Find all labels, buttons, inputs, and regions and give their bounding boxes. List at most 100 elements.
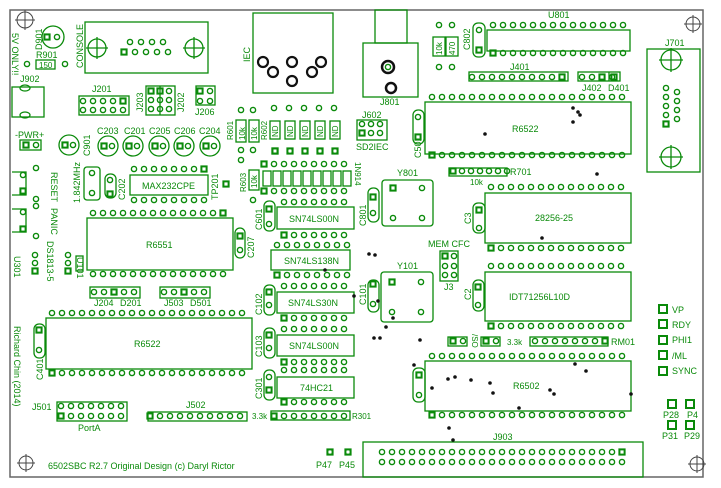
value-r603: 10k: [250, 174, 259, 188]
round-pad: [340, 231, 348, 239]
square-pad: [415, 371, 423, 379]
connector-j801[interactable]: [362, 42, 419, 98]
round-pad: [69, 141, 77, 149]
round-pad: [138, 369, 146, 377]
round-pad: [608, 93, 616, 101]
round-pad: [99, 209, 107, 217]
round-pad: [557, 183, 565, 191]
switch-panic[interactable]: [12, 208, 27, 233]
round-pad: [547, 262, 555, 270]
round-pad: [547, 183, 555, 191]
capacitor-c103: [263, 327, 276, 359]
header-j503-d501[interactable]: [159, 286, 211, 299]
round-pad: [35, 346, 43, 354]
header-j602[interactable]: [356, 119, 388, 141]
round-pad: [149, 209, 157, 217]
round-pad: [300, 398, 308, 406]
round-pad: [398, 448, 406, 456]
round-pad: [178, 309, 186, 317]
round-pad: [489, 21, 497, 29]
round-pad: [478, 448, 486, 456]
round-pad: [300, 412, 308, 420]
square-pad: [658, 350, 668, 360]
round-pad: [487, 262, 495, 270]
jumper-so-a[interactable]: [447, 336, 468, 347]
square-pad: [344, 448, 352, 456]
ic-r6551: [86, 217, 234, 271]
round-pad: [140, 196, 148, 204]
round-pad: [438, 352, 446, 360]
author-label: Richard Chin (2014): [12, 326, 22, 407]
round-pad: [226, 412, 234, 420]
square-pad: [270, 412, 278, 420]
mounting-hole-icon: [15, 10, 35, 30]
square-pad: [22, 141, 30, 149]
round-pad: [77, 402, 85, 410]
round-pad: [617, 244, 625, 252]
round-pad: [607, 322, 615, 330]
connector-j903[interactable]: [362, 441, 644, 478]
round-pad: [228, 309, 236, 317]
capacitor-c2: [472, 279, 485, 312]
capacitor-c102: [263, 284, 276, 316]
round-pad: [179, 209, 187, 217]
round-pad: [199, 209, 207, 217]
round-pad: [109, 209, 117, 217]
round-pad: [330, 104, 338, 112]
round-pad: [488, 73, 496, 81]
round-pad: [100, 288, 108, 296]
label-r6522-upper: R6522: [512, 124, 539, 134]
round-pad: [99, 106, 107, 114]
header-j206[interactable]: [195, 85, 216, 106]
round-pad: [497, 322, 505, 330]
led-d901: [41, 25, 65, 49]
header-j201[interactable]: [78, 95, 130, 116]
value-10k: 10k: [435, 41, 444, 55]
round-pad: [559, 49, 567, 57]
round-pad: [148, 369, 156, 377]
round-pad: [129, 270, 137, 278]
square-pad: [316, 147, 324, 155]
square-pad: [147, 87, 155, 95]
square-pad: [265, 331, 273, 339]
connector-console[interactable]: [84, 21, 209, 74]
round-pad: [608, 458, 616, 466]
via: [447, 426, 451, 430]
round-pad: [619, 49, 627, 57]
round-pad: [23, 60, 31, 68]
capacitor-c901: [58, 134, 80, 156]
header-j501-porta[interactable]: [56, 401, 128, 422]
switch-reset[interactable]: [12, 171, 27, 196]
label-j903: J903: [493, 432, 513, 442]
round-pad: [568, 93, 576, 101]
connector-iec[interactable]: [252, 12, 334, 94]
round-pad: [498, 151, 506, 159]
jumper-so-b[interactable]: [480, 336, 501, 347]
square-pad: [31, 267, 39, 275]
label-j502: J502: [186, 400, 206, 410]
label-phi1: PHI1: [672, 335, 692, 345]
connector-j701[interactable]: [646, 48, 701, 173]
round-pad: [265, 344, 273, 352]
round-pad: [209, 270, 217, 278]
header-j204-d201[interactable]: [89, 286, 141, 299]
round-pad: [196, 412, 204, 420]
round-pad: [139, 270, 147, 278]
connector-power[interactable]: [19, 139, 42, 151]
label-u101: U101: [75, 257, 85, 279]
round-pad: [19, 171, 27, 179]
header-j402-d401[interactable]: [577, 71, 621, 82]
round-pad: [280, 187, 288, 195]
square-pad: [301, 147, 309, 155]
round-pad: [273, 241, 281, 249]
header-j3[interactable]: [439, 250, 459, 282]
via: [488, 381, 492, 385]
round-pad: [290, 325, 298, 333]
mounting-hole-icon: [17, 454, 35, 472]
label-c802: C802: [462, 28, 472, 50]
label-mem-cfg: MEM CFC: [428, 239, 470, 249]
round-pad: [142, 48, 150, 56]
round-pad: [320, 231, 328, 239]
round-pad: [315, 104, 323, 112]
round-pad: [285, 104, 293, 112]
